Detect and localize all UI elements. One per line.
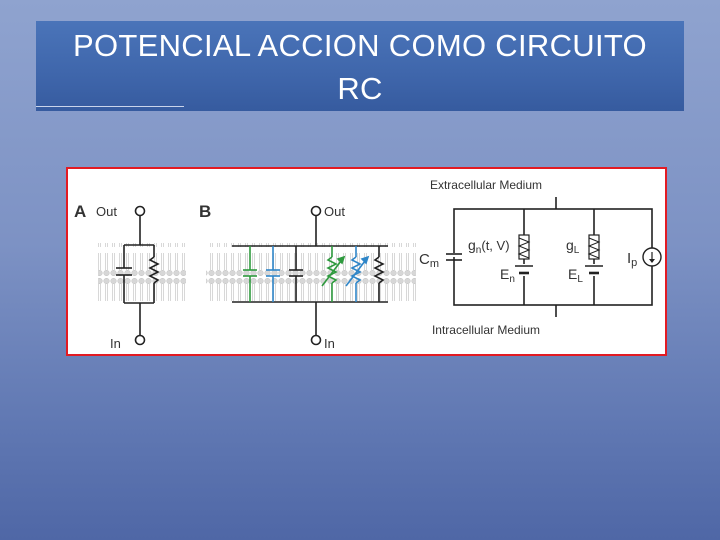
green-variable-resistor <box>321 246 346 302</box>
title-line-2: RC <box>337 71 383 106</box>
panel-a-membrane <box>98 243 186 303</box>
panel-a: A Out In <box>74 202 186 351</box>
equivalent-circuit: Extracellular Medium Intracellular Mediu… <box>419 178 662 337</box>
gl-label: gL <box>566 237 580 256</box>
el-battery <box>584 264 604 276</box>
panel-a-in-label: In <box>110 336 121 351</box>
ip-label: Ip <box>627 250 637 269</box>
panel-a-circuit <box>116 205 160 346</box>
slide-title: POTENCIAL ACCION COMO CIRCUITO RC <box>36 24 684 110</box>
panel-a-out-label: Out <box>96 204 117 219</box>
panel-b-capacitors <box>243 246 303 302</box>
membrane-circuit-figure: A Out In B Out I <box>66 167 667 356</box>
en-battery <box>514 264 534 276</box>
title-bar <box>36 21 684 111</box>
panel-a-letter: A <box>74 202 86 221</box>
gn-resistor <box>517 234 531 260</box>
title-underline <box>36 106 184 107</box>
title-line-1: POTENCIAL ACCION COMO CIRCUITO <box>73 28 647 63</box>
blue-capacitor <box>266 246 280 302</box>
black-capacitor <box>289 246 303 302</box>
intracellular-label: Intracellular Medium <box>432 323 540 337</box>
circuit-wires <box>446 197 653 317</box>
gl-resistor <box>587 234 601 260</box>
panel-b-circuit <box>232 205 388 346</box>
cm-label: Cm <box>419 251 439 270</box>
blue-variable-resistor <box>345 246 370 302</box>
gn-label: gn(t, V) <box>468 237 510 256</box>
green-capacitor <box>243 246 257 302</box>
extracellular-label: Extracellular Medium <box>430 178 542 192</box>
panel-b-out-label: Out <box>324 204 345 219</box>
ip-current-source <box>642 247 662 267</box>
panel-b-in-label: In <box>324 336 335 351</box>
figure-svg: A Out In B Out I <box>74 178 662 351</box>
panel-b-membrane <box>206 243 416 303</box>
panel-b-letter: B <box>199 202 211 221</box>
panel-b: B Out In <box>199 202 416 351</box>
en-label: En <box>500 266 515 285</box>
black-resistor <box>373 246 385 302</box>
el-label: EL <box>568 266 583 285</box>
panel-b-resistors <box>321 246 385 302</box>
